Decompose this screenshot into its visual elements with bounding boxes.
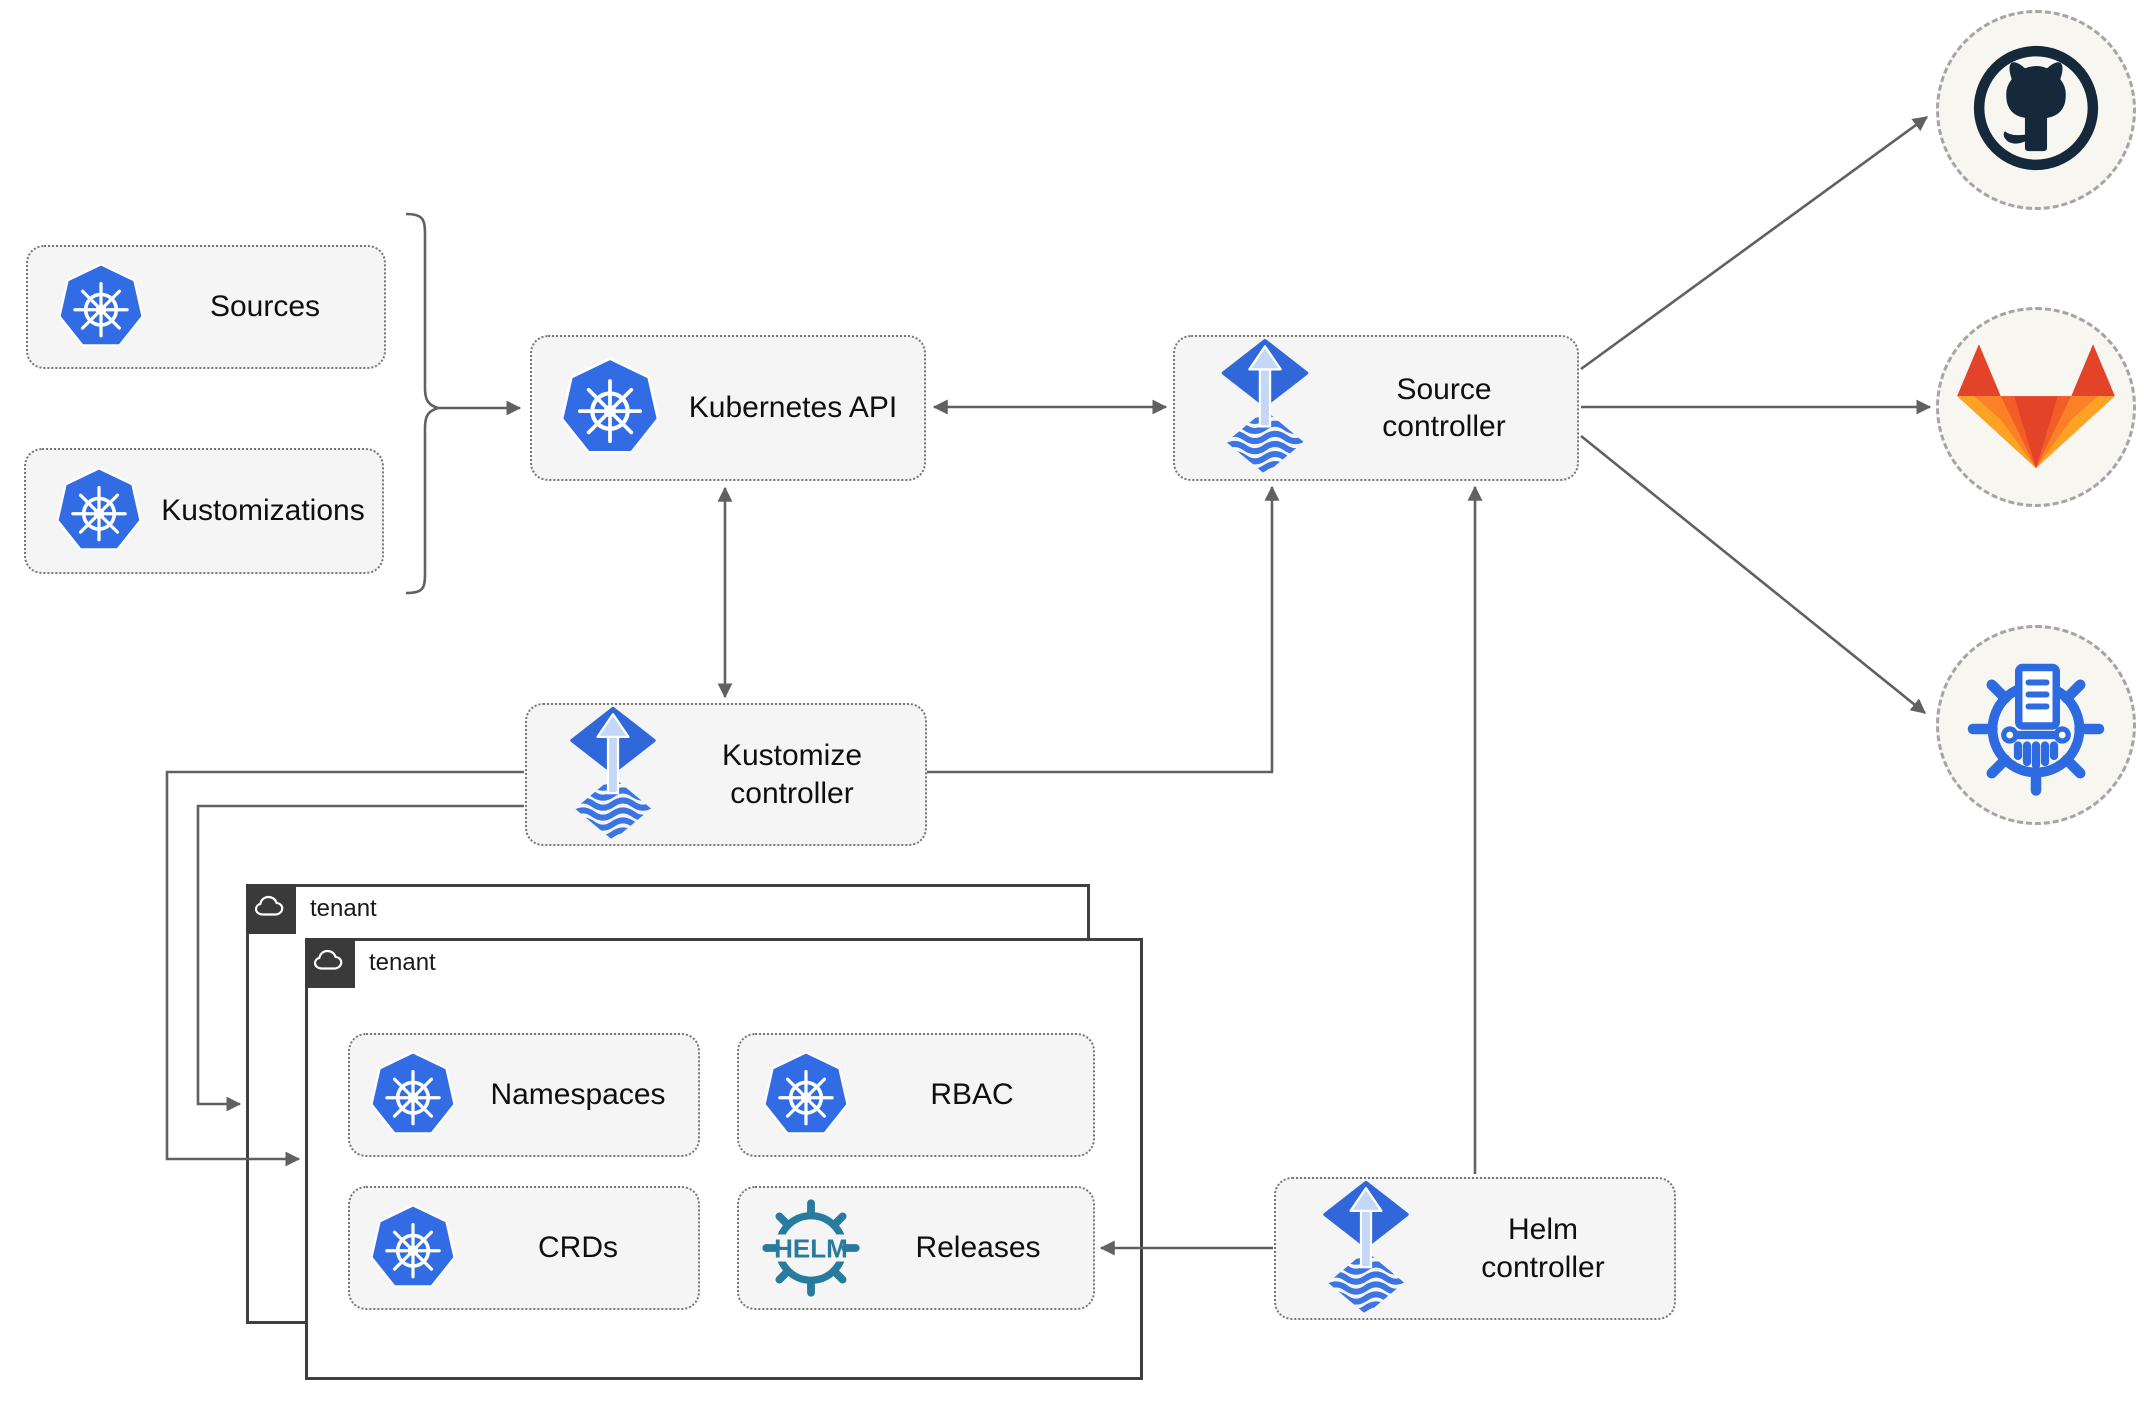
flux-icon: [567, 706, 659, 844]
edge-source-to-chartmuseum: [1580, 434, 1926, 715]
node-label: Kubernetes API: [688, 391, 898, 425]
kubernetes-icon: [761, 1050, 851, 1140]
edge-kustomize-to-source-controller: [927, 485, 1280, 774]
node-label: RBAC: [930, 1078, 1014, 1112]
node-label: Namespaces: [490, 1078, 666, 1112]
kubernetes-icon: [368, 1203, 458, 1293]
kubernetes-icon: [56, 262, 146, 352]
node-rbac: RBAC: [737, 1033, 1095, 1157]
tenant-inner-tab: [305, 938, 355, 988]
node-namespaces: Namespaces: [348, 1033, 700, 1157]
node-kustomizations: Kustomizations: [24, 448, 384, 574]
kubernetes-icon: [368, 1050, 458, 1140]
node-label: Sources: [209, 290, 321, 324]
bracket-sources-group: [405, 212, 443, 595]
node-crds: CRDs: [348, 1186, 700, 1310]
node-label: CRDs: [538, 1231, 618, 1265]
kubernetes-icon: [558, 356, 662, 460]
tenant-group-inner: [305, 938, 1143, 1380]
helm-wordmark: HELM: [774, 1233, 848, 1263]
node-source-controller: Source controller: [1173, 335, 1579, 481]
tenant-inner-label: tenant: [369, 949, 436, 976]
remote-chartmuseum: [1936, 625, 2136, 825]
tenant-outer-label: tenant: [310, 895, 377, 922]
tenant-outer-tab: [246, 884, 296, 934]
cloud-icon: [310, 941, 350, 986]
node-kubernetes-api: Kubernetes API: [530, 335, 926, 481]
github-logo: [1962, 34, 2110, 187]
node-label: Kustomizations: [161, 494, 365, 528]
cloud-icon: [251, 887, 291, 932]
edge-source-to-github: [1580, 115, 1929, 371]
node-label: Source controller: [1382, 372, 1506, 444]
flux-icon: [1320, 1180, 1412, 1318]
remote-gitlab: [1936, 307, 2136, 507]
node-label: Helm controller: [1481, 1213, 1605, 1284]
gitlab-logo: [1952, 334, 2120, 480]
flux-icon: [1219, 338, 1311, 478]
node-sources: Sources: [26, 245, 386, 369]
remote-github: [1936, 10, 2136, 210]
node-kustomize-controller: Kustomize controller: [525, 703, 927, 846]
chartmuseum-logo: [1961, 648, 2111, 803]
kubernetes-icon: [54, 466, 144, 556]
helm-icon: HELM: [759, 1196, 863, 1300]
node-label: Kustomize controller: [721, 739, 863, 810]
node-releases: HELM Releases: [737, 1186, 1095, 1310]
node-helm-controller: Helm controller: [1274, 1177, 1676, 1320]
node-label: Releases: [915, 1231, 1041, 1265]
